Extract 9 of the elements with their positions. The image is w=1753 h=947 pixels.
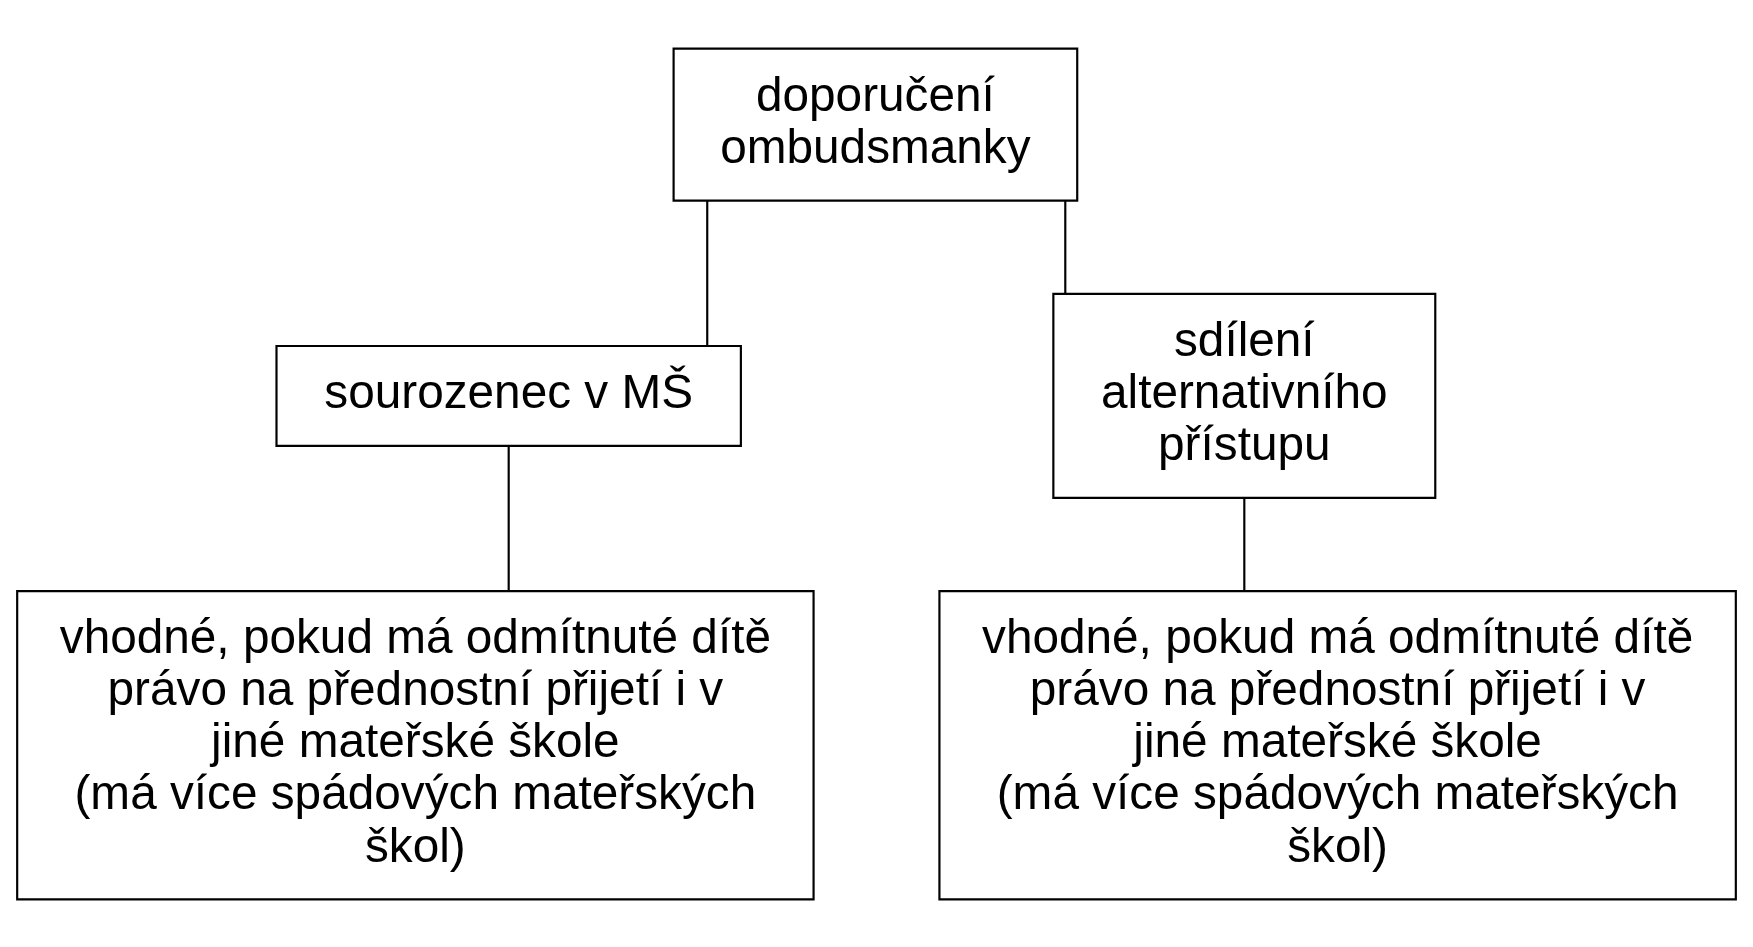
- node-box: vhodné, pokud má odmítnuté dítě právo na přednostní přijetí i v jiné mateřské škole (má více spádových mateřských škol): [16, 589, 815, 900]
- connector: [507, 445, 510, 591]
- connector: [1064, 200, 1067, 294]
- connector: [1243, 497, 1246, 591]
- node-box: vhodné, pokud má odmítnuté dítě právo na přednostní přijetí i v jiné mateřské škole (má více spádových mateřských škol): [938, 589, 1737, 900]
- node-box: doporučení ombudsmanky: [672, 47, 1079, 202]
- node-box: sourozenec v MŠ: [275, 344, 742, 447]
- node-box: sdílení alternativního přístupu: [1052, 292, 1437, 499]
- connector: [706, 200, 709, 346]
